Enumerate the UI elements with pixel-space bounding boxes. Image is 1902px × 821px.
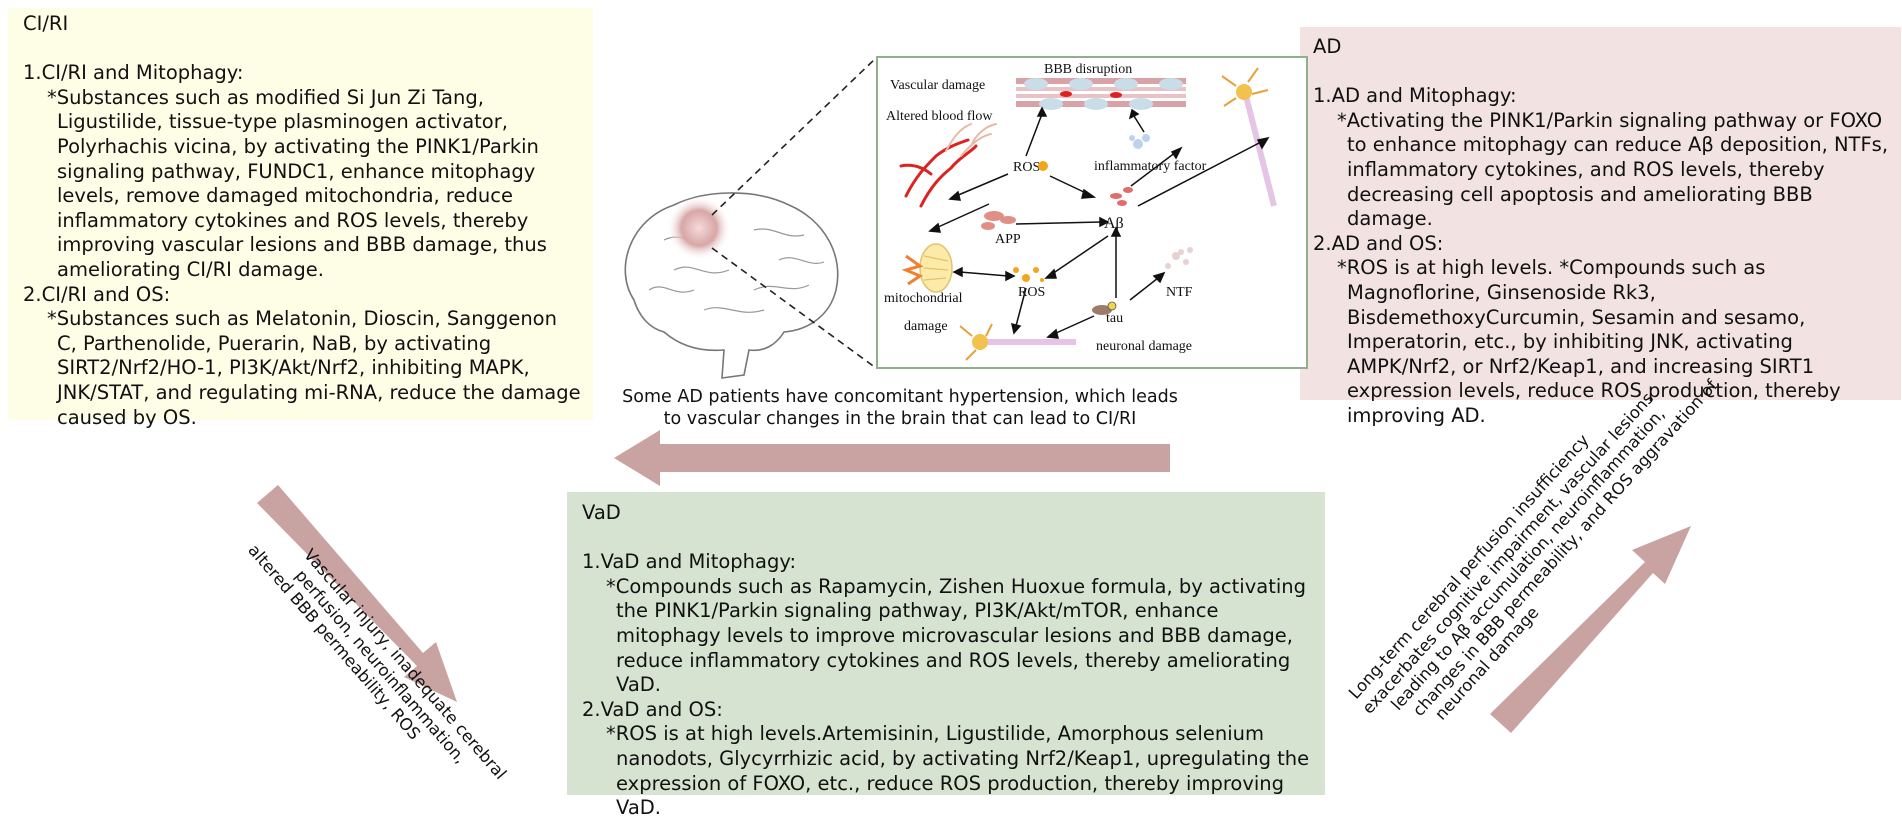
flow-arrows bbox=[257, 430, 1691, 733]
brain-illustration bbox=[624, 192, 839, 379]
label-bbb-disruption: BBB disruption bbox=[1044, 62, 1132, 77]
pathology-panel: BBB disruption Vascular damage Altered b… bbox=[876, 56, 1308, 369]
ad-os-text: *ROS is at high levels. *Compounds such … bbox=[1337, 256, 1841, 427]
vad-os-text: *ROS is at high levels.Artemisinin, Ligu… bbox=[606, 722, 1310, 820]
ros-dots-icon bbox=[1013, 267, 1044, 282]
arrow-ciri-to-vad bbox=[257, 485, 457, 702]
label-vascular-damage: Vascular damage bbox=[890, 78, 985, 93]
ntf-icon bbox=[1165, 247, 1193, 269]
caption-line-1: Some AD patients have concomitant hypert… bbox=[622, 387, 1178, 407]
arrow-vad-to-ad bbox=[1490, 526, 1691, 733]
inflammatory-factor-icon bbox=[1129, 134, 1150, 149]
label-tau: tau bbox=[1106, 311, 1123, 326]
vad-title: VaD bbox=[582, 501, 621, 524]
label-mitochondrial: mitochondrial bbox=[884, 291, 963, 306]
brain-outline-icon bbox=[624, 192, 839, 379]
ciri-title: CI/RI bbox=[23, 12, 69, 35]
blood-vessel-icon bbox=[899, 123, 997, 208]
tau-icon bbox=[1092, 301, 1117, 315]
ad-section-os: 2.AD and OS: bbox=[1313, 231, 1444, 255]
vad-section-mitophagy: 1.VaD and Mitophagy: bbox=[582, 550, 797, 574]
label-ntf: NTF bbox=[1166, 285, 1193, 300]
label-neuronal-damage: neuronal damage bbox=[1096, 339, 1192, 354]
ciri-os-text: *Substances such as Melatonin, Dioscin, … bbox=[47, 307, 581, 429]
arrow-ad-to-ciri bbox=[614, 430, 1170, 486]
label-damage: damage bbox=[904, 319, 948, 334]
label-abeta: Aβ bbox=[1104, 215, 1124, 232]
pathway-arrows bbox=[928, 106, 1270, 339]
damaged-neuron-icon bbox=[959, 323, 1076, 361]
vad-mitophagy-text: *Compounds such as Rapamycin, Zishen Huo… bbox=[606, 574, 1307, 697]
label-ros-bottom: ROS bbox=[1018, 285, 1045, 300]
label-altered-blood-flow: Altered blood flow bbox=[886, 109, 993, 124]
app-icon bbox=[981, 211, 1016, 230]
hypertension-caption: Some AD patients have concomitant hypert… bbox=[620, 386, 1180, 430]
label-inflammatory-factor: inflammatory factor bbox=[1094, 159, 1207, 174]
neuron-icon bbox=[1221, 67, 1277, 207]
ad-box: AD 1.AD and Mitophagy: *Activating the P… bbox=[1300, 27, 1901, 427]
ad-section-mitophagy: 1.AD and Mitophagy: bbox=[1313, 84, 1517, 108]
ad-title: AD bbox=[1313, 35, 1342, 58]
vad-box: VaD 1.VaD and Mitophagy: *Compounds such… bbox=[567, 492, 1325, 819]
label-app: APP bbox=[995, 232, 1021, 247]
ciri-mitophagy-text: *Substances such as modified Si Jun Zi T… bbox=[47, 85, 547, 281]
bbb-band-icon bbox=[1016, 78, 1186, 110]
abeta-icon bbox=[1110, 187, 1133, 206]
ciri-section-mitophagy: 1.CI/RI and Mitophagy: bbox=[23, 61, 244, 85]
caption-line-2: to vascular changes in the brain that ca… bbox=[663, 409, 1137, 429]
label-ros-top: ROS bbox=[1013, 160, 1040, 175]
mitochondria-icon bbox=[901, 243, 953, 293]
ros-dot-icon bbox=[1038, 161, 1048, 171]
ad-mitophagy-text: *Activating the PINK1/Parkin signaling p… bbox=[1337, 108, 1889, 231]
ciri-section-os: 2.CI/RI and OS: bbox=[23, 282, 171, 306]
ciri-box: CI/RI 1.CI/RI and Mitophagy: *Substances… bbox=[8, 8, 593, 429]
vad-section-os: 2.VaD and OS: bbox=[582, 697, 723, 721]
